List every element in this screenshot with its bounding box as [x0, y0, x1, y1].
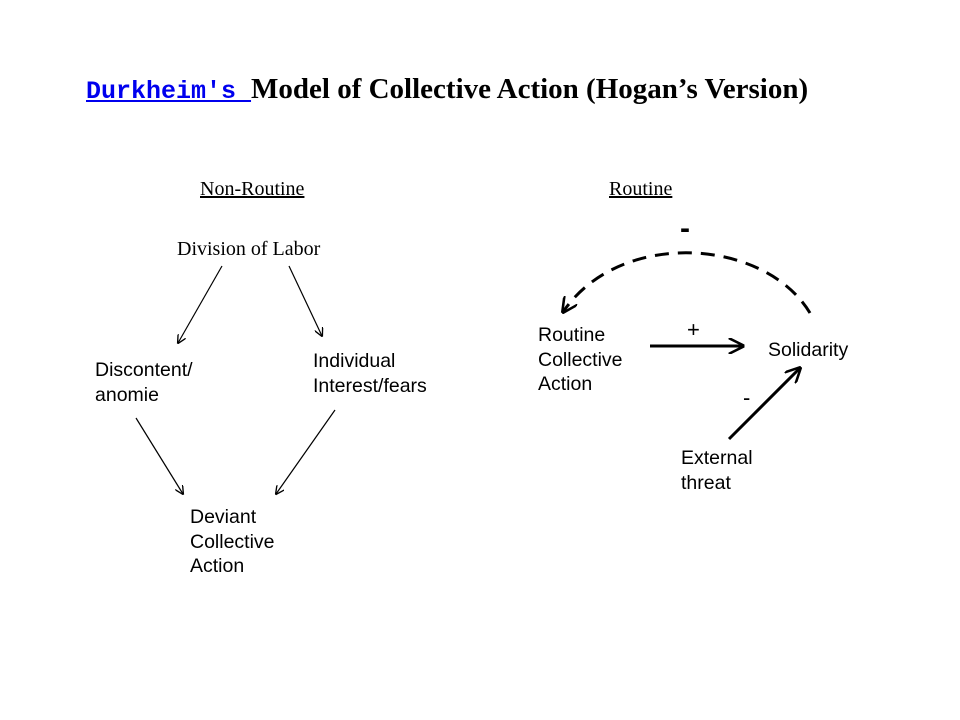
- division-of-labor-label: Division of Labor: [177, 238, 321, 260]
- title-rest: Model of Collective Action (Hogan’s Vers…: [251, 73, 809, 105]
- external-threat-label: External threat: [681, 446, 753, 495]
- arrow-external-to-solidarity: [727, 368, 800, 441]
- dashed-feedback-arc: [563, 251, 812, 313]
- external-line-1: External: [681, 447, 753, 469]
- solidarity-label: Solidarity: [768, 339, 849, 361]
- individual-line-1: Individual: [313, 350, 396, 372]
- minus-sign-feedback: -: [680, 212, 690, 245]
- deviant-collective-action-label: Deviant Collective Action: [190, 505, 275, 579]
- deviant-line-1: Deviant: [190, 506, 257, 528]
- deviant-line-2: Collective: [190, 530, 275, 553]
- non-routine-header: Non-Routine: [200, 178, 305, 200]
- arrow-division-to-individual: [288, 265, 322, 336]
- routine-header: Routine: [609, 178, 673, 200]
- routine-line-2: Collective: [538, 348, 623, 371]
- external-line-2: threat: [681, 471, 731, 494]
- discontent-anomie-label: Discontent/ anomie: [95, 358, 193, 407]
- durkheim-link[interactable]: Durkheim's: [86, 77, 252, 106]
- minus-sign-external: -: [743, 385, 751, 410]
- page-title: Durkheim's Model of Collective Action (H…: [86, 73, 808, 106]
- plus-sign: +: [687, 317, 700, 342]
- routine-line-1: Routine: [538, 324, 606, 346]
- routine-collective-action-label: Routine Collective Action: [538, 323, 623, 397]
- individual-line-2: Interest/fears: [313, 374, 427, 397]
- deviant-line-3: Action: [190, 555, 245, 578]
- routine-line-3: Action: [538, 373, 593, 396]
- arrow-discontent-to-deviant: [135, 417, 183, 494]
- discontent-line-1: Discontent/: [95, 359, 193, 381]
- arrow-division-to-discontent: [178, 265, 223, 343]
- individual-interest-label: Individual Interest/fears: [313, 349, 427, 398]
- discontent-line-2: anomie: [95, 383, 159, 406]
- arrow-individual-to-deviant: [276, 409, 336, 494]
